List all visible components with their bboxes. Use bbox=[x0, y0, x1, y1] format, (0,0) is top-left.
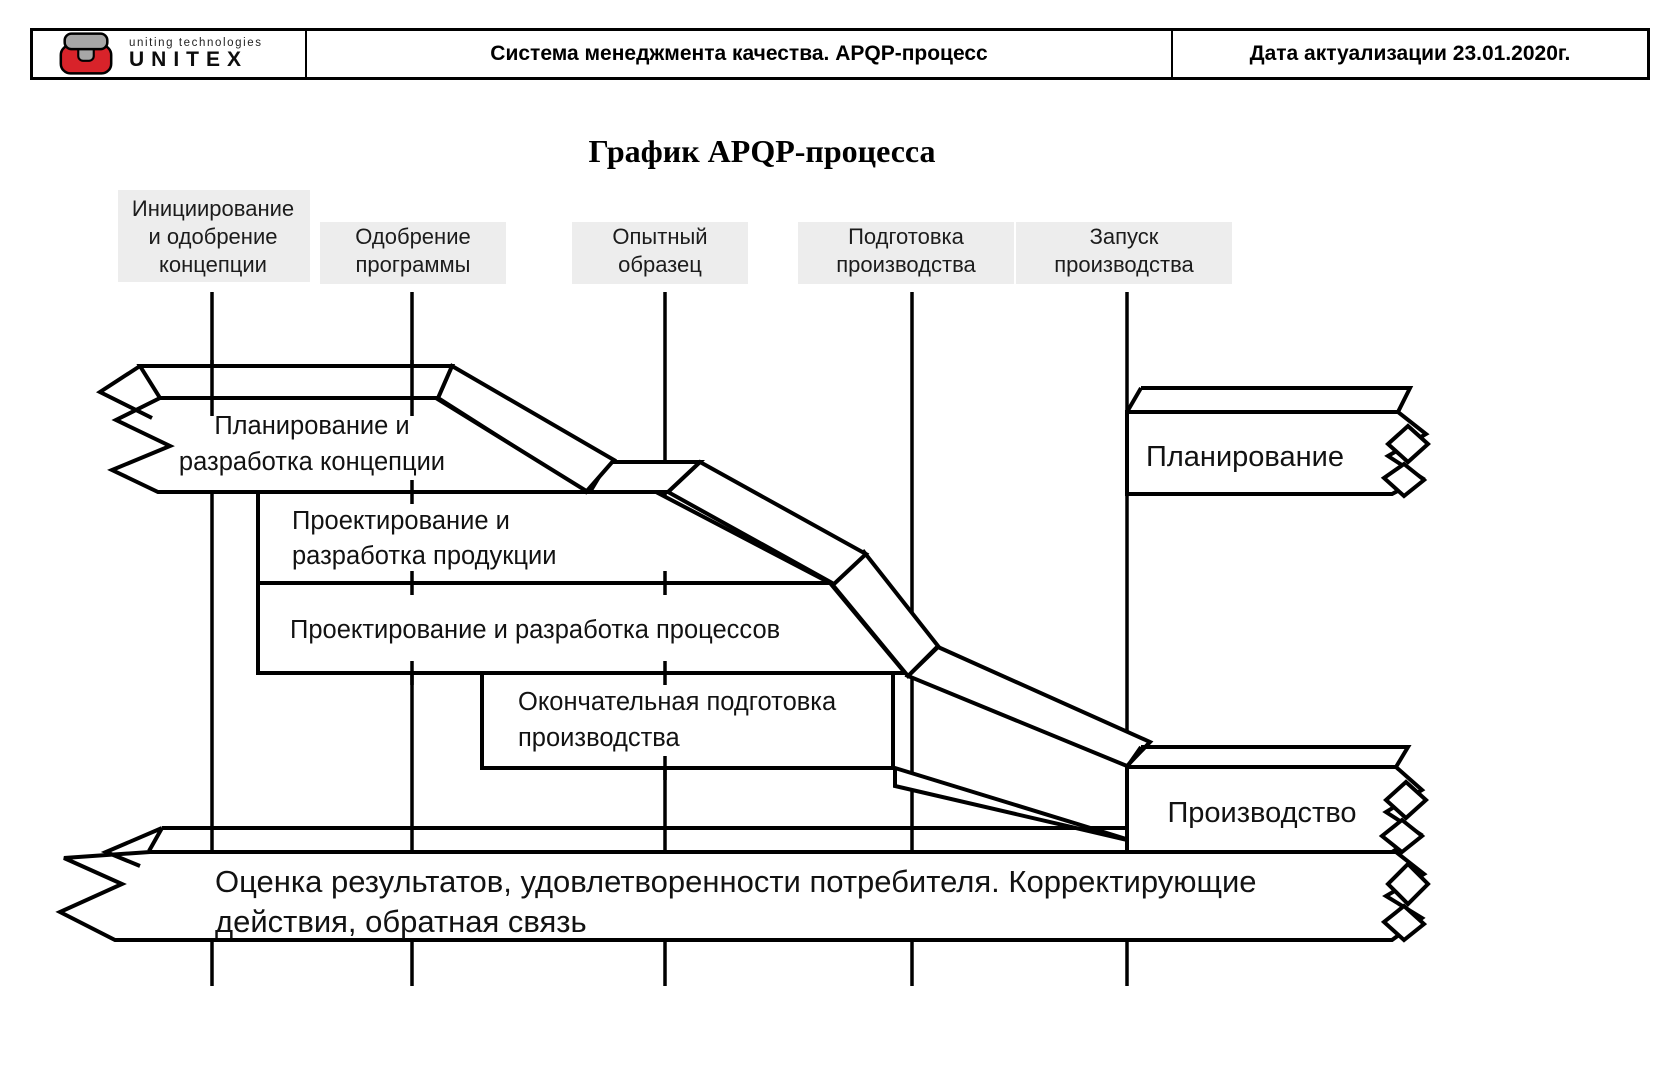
bar-label: производства bbox=[518, 724, 681, 752]
actualization-date: Дата актуализации 23.01.2020г. bbox=[1249, 42, 1571, 65]
bar-production-shape bbox=[1125, 745, 1429, 855]
header-title-cell: Система менеджмента качества. APQP-проце… bbox=[305, 31, 1173, 77]
milestone-label: Опытный bbox=[612, 224, 707, 249]
bar-label: Планирование bbox=[1146, 441, 1344, 473]
milestone-label: Запуск bbox=[1090, 224, 1159, 249]
bar-label: разработка продукции bbox=[292, 542, 557, 570]
milestone-label: производства bbox=[836, 252, 976, 277]
milestone-labels: Инициирование и одобрение концепции Одоб… bbox=[132, 196, 1195, 277]
logo-cell: uniting technologies UNITEX bbox=[33, 31, 305, 77]
milestone-line-stubs bbox=[210, 360, 667, 780]
bar-label: разработка концепции bbox=[179, 448, 445, 476]
bar-label: Проектирование и bbox=[292, 507, 510, 535]
document-title: Система менеджмента качества. APQP-проце… bbox=[490, 42, 988, 65]
bar-label: Окончательная подготовка bbox=[518, 688, 837, 716]
milestone-label: образец bbox=[618, 252, 702, 277]
milestone-label: и одобрение bbox=[149, 224, 278, 249]
milestone-label: Подготовка bbox=[848, 224, 965, 249]
bar-evaluation-shape bbox=[55, 826, 1431, 943]
bar-label: действия, обратная связь bbox=[215, 904, 587, 939]
milestone-label: производства bbox=[1054, 252, 1194, 277]
milestone-label-backgrounds bbox=[118, 190, 1232, 284]
header-date-cell: Дата актуализации 23.01.2020г. bbox=[1173, 31, 1647, 77]
bar-label: Проектирование и разработка процессов bbox=[290, 616, 780, 644]
unitex-logo-icon bbox=[59, 32, 113, 75]
cascade-connector-to-production bbox=[904, 644, 1154, 769]
bar-labels: Планирование и разработка концепции Прое… bbox=[179, 412, 1357, 939]
bar-label: Производство bbox=[1167, 797, 1356, 829]
milestone-label: программы bbox=[356, 252, 471, 277]
bar-label: Оценка результатов, удовлетворенности по… bbox=[215, 864, 1257, 899]
diagram-title: График APQP-процесса bbox=[589, 133, 936, 169]
document-header: uniting technologies UNITEX Система мене… bbox=[30, 28, 1650, 80]
bar-label: Планирование и bbox=[214, 412, 409, 440]
logo-text: uniting technologies UNITEX bbox=[129, 37, 263, 71]
milestone-label: концепции bbox=[159, 252, 267, 277]
cascade-connector-to-evaluation bbox=[893, 765, 1137, 844]
logo-brand: UNITEX bbox=[129, 48, 249, 71]
milestone-label: Одобрение bbox=[355, 224, 470, 249]
bar-planning-concept-shape bbox=[95, 363, 618, 495]
milestone-label: Инициирование bbox=[132, 196, 294, 221]
bar-planning-shape bbox=[1125, 386, 1431, 499]
logo-tagline: uniting technologies bbox=[129, 36, 263, 49]
bar-product-design-shape bbox=[256, 459, 870, 587]
